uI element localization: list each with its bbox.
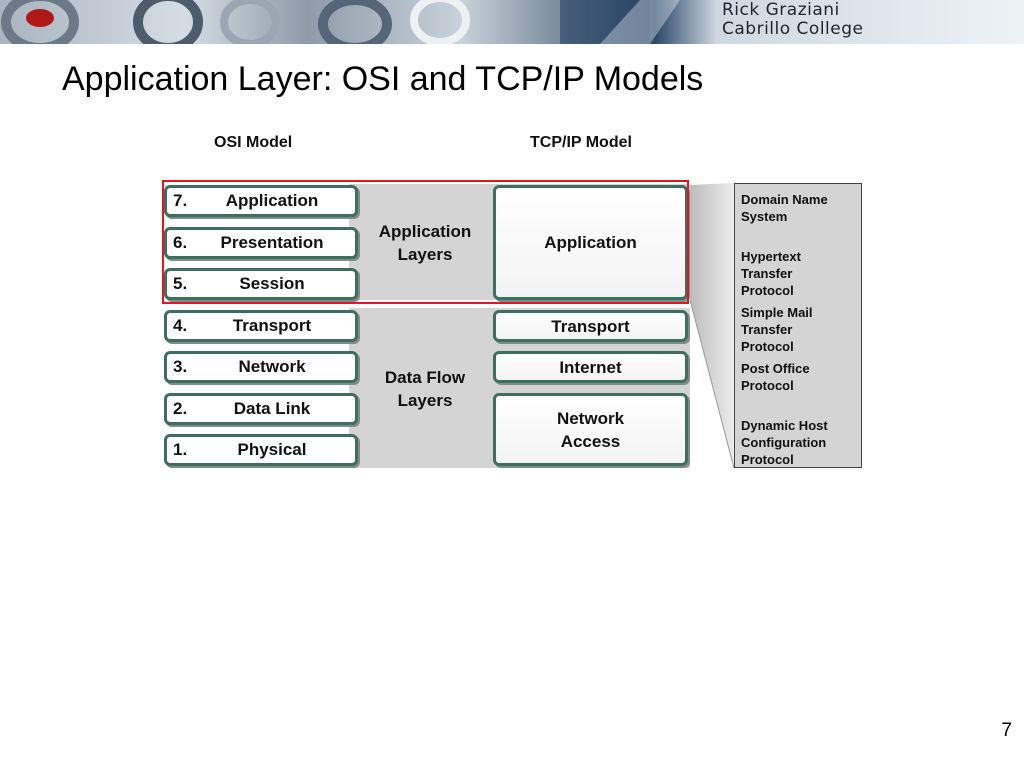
osi-layer-4: 4. Transport — [164, 310, 358, 342]
tcpip-layer-label: Network — [556, 408, 625, 428]
osi-layer-label: Data Link — [233, 399, 311, 418]
osi-model-heading: OSI Model — [214, 134, 293, 151]
tcpip-layer-transport: Transport — [493, 310, 688, 342]
group-label-line: Application — [378, 222, 472, 241]
tcpip-layer-internet: Internet — [493, 351, 688, 383]
application-highlight-box — [162, 180, 689, 304]
protocol-text: Transfer — [741, 322, 793, 337]
protocol-smtp: Simple Mail Transfer Protocol — [741, 304, 859, 355]
protocol-text: Protocol — [741, 452, 794, 467]
tcpip-layer-label: Application — [544, 233, 637, 252]
osi-layer-7: 7. Application — [164, 185, 358, 217]
tcpip-model-heading: TCP/IP Model — [530, 134, 632, 151]
osi-layer-3: 3. Network — [164, 351, 358, 383]
protocol-pop: Post Office Protocol — [741, 360, 859, 394]
osi-layer-6: 6. Presentation — [164, 227, 358, 259]
group-label-line: Data Flow — [384, 368, 466, 387]
tcpip-layer-network-access: Network Access — [493, 393, 688, 466]
protocol-dhcp: Dynamic Host Configuration Protocol — [741, 417, 859, 468]
osi-layer-5: 5. Session — [164, 268, 358, 300]
protocol-text: Post Office — [741, 361, 810, 376]
osi-layer-number: 2. — [173, 399, 188, 418]
osi-layer-label: Network — [238, 357, 306, 376]
osi-layer-1: 1. Physical — [164, 434, 358, 466]
group-label-line: Layers — [397, 245, 453, 264]
tcpip-layer-label: Transport — [551, 316, 630, 336]
data-flow-layers-label: Data Flow Layers — [350, 366, 500, 412]
protocol-text: System — [741, 209, 788, 224]
protocol-dns: Domain Name System — [741, 191, 859, 225]
protocol-http: Hypertext Transfer Protocol — [741, 248, 859, 299]
osi-layer-number: 6. — [173, 233, 188, 252]
banner-name: Rick Graziani — [722, 0, 840, 20]
banner-title: Rick Graziani Cabrillo College — [722, 1, 1022, 39]
osi-layer-number: 3. — [173, 357, 188, 376]
protocol-text: Protocol — [741, 339, 794, 354]
protocol-text: Simple Mail — [741, 305, 813, 320]
protocol-connector-wedge — [690, 183, 735, 469]
tcpip-layer-label: Internet — [559, 357, 622, 377]
osi-layer-label: Transport — [232, 316, 312, 335]
osi-layer-number: 4. — [173, 316, 188, 335]
header-banner: Rick Graziani Cabrillo College — [0, 0, 1024, 44]
osi-layer-label: Session — [239, 274, 305, 293]
protocol-text: Transfer — [741, 266, 793, 281]
protocol-text: Domain Name — [741, 192, 828, 207]
tcpip-layer-label: Access — [560, 431, 621, 451]
application-layers-group — [349, 184, 502, 300]
osi-layer-number: 7. — [173, 191, 188, 210]
protocol-text: Dynamic Host — [741, 418, 828, 433]
tcpip-layer-application: Application — [493, 185, 688, 300]
osi-layer-2: 2. Data Link — [164, 393, 358, 425]
protocol-text: Protocol — [741, 283, 794, 298]
protocol-text: Configuration — [741, 435, 827, 450]
application-layers-label: Application Layers — [350, 220, 500, 266]
page-number: 7 — [1001, 720, 1012, 741]
osi-layer-label: Physical — [237, 440, 307, 459]
osi-layer-label: Application — [225, 191, 319, 210]
data-flow-layers-group — [349, 308, 502, 468]
osi-layer-label: Presentation — [220, 233, 324, 252]
banner-decoration — [1, 0, 680, 44]
slide-title: Application Layer: OSI and TCP/IP Models — [62, 60, 704, 98]
osi-layer-number: 5. — [173, 274, 188, 293]
protocol-text: Protocol — [741, 378, 794, 393]
protocol-text: Hypertext — [741, 249, 801, 264]
group-label-line: Layers — [397, 391, 453, 410]
protocol-list: Domain Name System Hypertext Transfer Pr… — [734, 183, 862, 468]
banner-college: Cabrillo College — [722, 19, 864, 39]
osi-layer-number: 1. — [173, 440, 188, 459]
